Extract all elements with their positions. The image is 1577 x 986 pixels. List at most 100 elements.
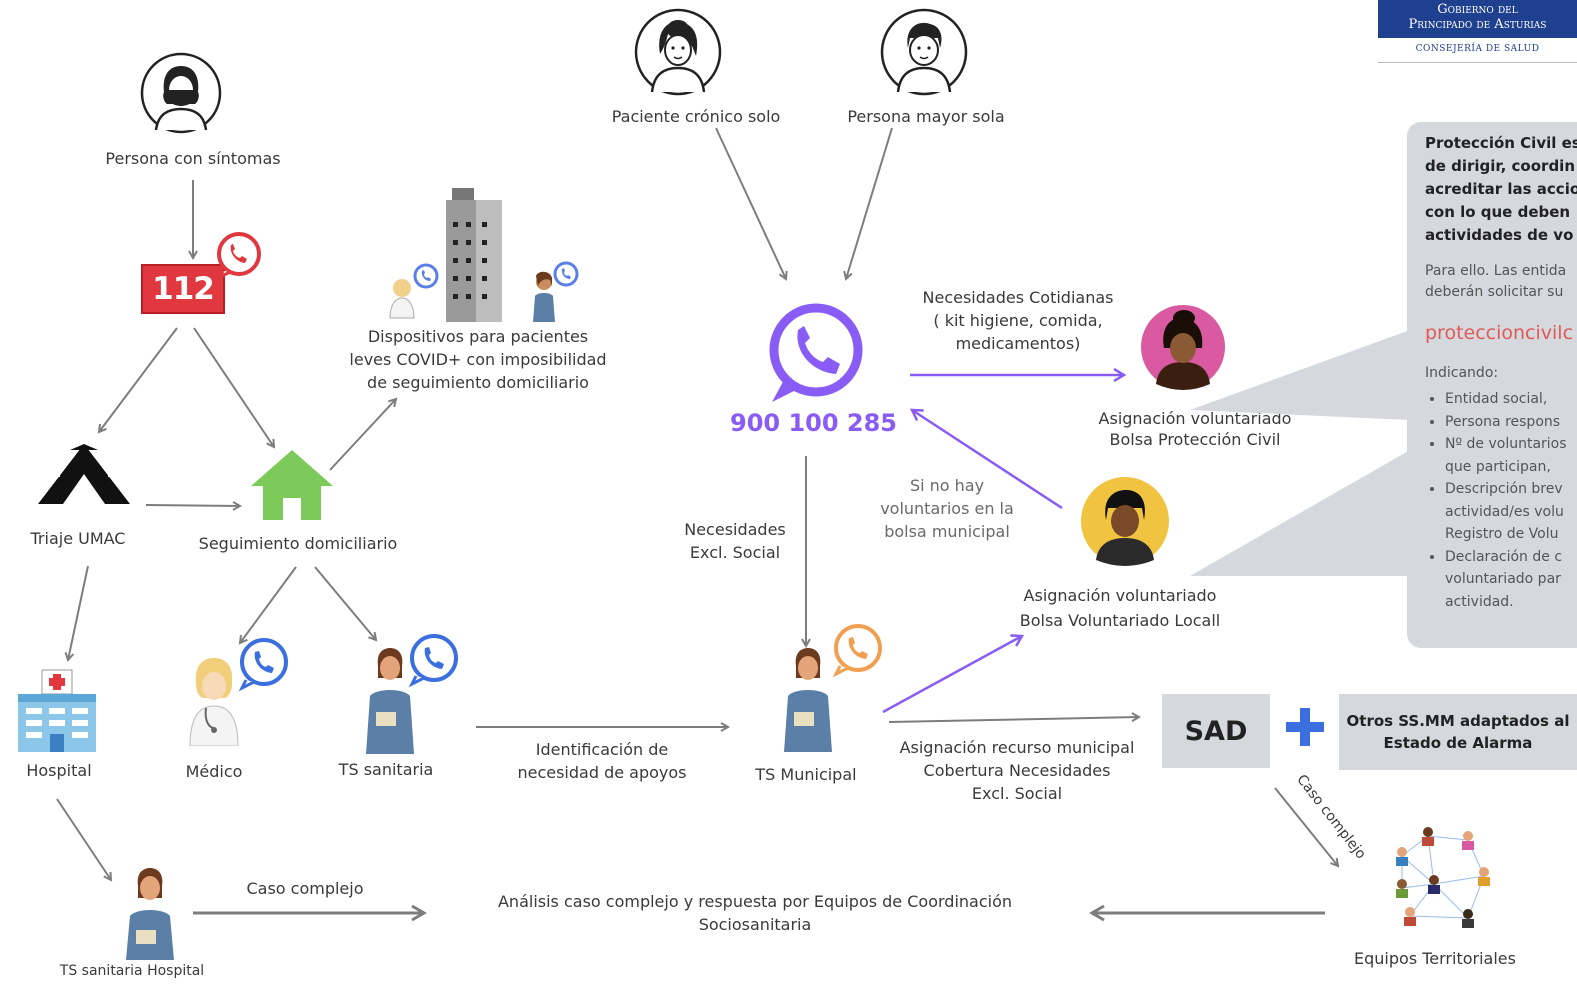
whatsapp-icon bbox=[769, 303, 863, 402]
panel-bold-line: actividades de vo bbox=[1425, 226, 1574, 244]
edge-label-line: ( kit higiene, comida, bbox=[933, 311, 1103, 330]
network-people-icon bbox=[1396, 827, 1490, 928]
label-dispositivos-line: Dispositivos para pacientes bbox=[367, 327, 589, 346]
edge-label-analisis: Análisis caso complejo y respuesta por E… bbox=[482, 890, 1028, 936]
plus-icon bbox=[1286, 708, 1324, 746]
arrow-seguimiento-ts bbox=[314, 566, 376, 640]
edge-label-necesidades-cotidianas: Necesidades Cotidianas ( kit higiene, co… bbox=[906, 286, 1130, 355]
otros-line: Estado de Alarma bbox=[1383, 734, 1533, 752]
panel-link[interactable]: proteccioncivilc bbox=[1425, 322, 1574, 344]
panel-bold-line: con lo que deben bbox=[1425, 203, 1571, 221]
panel-intro: Para ello. Las entida deberán solicitar … bbox=[1425, 261, 1577, 303]
panel-indicando: Indicando: bbox=[1425, 365, 1499, 381]
man-avatar-icon bbox=[880, 8, 968, 96]
masked-person-icon bbox=[140, 52, 222, 134]
header-divider bbox=[1378, 62, 1577, 63]
edge-label-line: Necesidades Cotidianas bbox=[922, 288, 1114, 307]
label-dispositivos-line: de seguimiento domiciliario bbox=[367, 373, 589, 392]
arrow-112-triaje bbox=[99, 327, 178, 432]
edge-label-line: Excl. Social bbox=[689, 543, 781, 562]
label-asignacion-pc-line: Bolsa Protección Civil bbox=[1109, 430, 1281, 449]
edge-label-line: medicamentos) bbox=[955, 334, 1081, 353]
gov-line2: Principado de Asturias bbox=[1408, 17, 1547, 32]
emergency-112-number: 112 bbox=[152, 271, 215, 307]
arrow-seguimiento-medico bbox=[240, 566, 297, 643]
label-asignacion-local-line: Bolsa Voluntariado Locall bbox=[1019, 611, 1221, 630]
social-worker-icon bbox=[366, 634, 458, 754]
arrow-triaje-seguimiento bbox=[145, 505, 240, 506]
label-ts-sanitaria: TS sanitaria bbox=[338, 760, 434, 779]
list-item: Entidad social, bbox=[1445, 388, 1577, 411]
sad-box: SAD bbox=[1162, 694, 1270, 768]
hospital-icon bbox=[18, 669, 96, 752]
edge-label-si-no-hay: Si no hay voluntarios en la bolsa munici… bbox=[872, 474, 1022, 543]
gov-line1: Gobierno del bbox=[1437, 2, 1518, 17]
info-callout-panel: Protección Civil es de dirigir, coordin … bbox=[1407, 122, 1577, 648]
list-item: Persona respons bbox=[1445, 411, 1577, 434]
panel-bold-line: de dirigir, coordin bbox=[1425, 157, 1575, 175]
panel-intro-line: deberán solicitar su bbox=[1425, 284, 1564, 300]
label-paciente-cronico: Paciente crónico solo bbox=[611, 107, 781, 126]
building-icon bbox=[446, 188, 502, 322]
house-icon bbox=[251, 450, 333, 520]
label-asignacion-pc: Asignación voluntariado Bolsa Protección… bbox=[1090, 408, 1300, 450]
small-social-worker-icon bbox=[533, 261, 579, 322]
arrow-112-seguimiento bbox=[193, 327, 274, 447]
volunteer-woman-avatar-icon bbox=[1141, 305, 1225, 390]
arrow-tsmun-sad bbox=[888, 717, 1139, 723]
edge-label-line: necesidad de apoyos bbox=[517, 763, 687, 782]
edge-label-line: Sociosanitaria bbox=[698, 915, 812, 934]
label-hospital: Hospital bbox=[26, 761, 92, 780]
government-logo: Gobierno del Principado de Asturias bbox=[1378, 0, 1577, 38]
edge-label-necesidades-excl: Necesidades Excl. Social bbox=[670, 518, 800, 564]
edge-label-line: Necesidades bbox=[684, 520, 786, 539]
edge-label-line: Asignación recurso municipal bbox=[899, 738, 1135, 757]
hospital-social-worker-icon bbox=[126, 868, 174, 960]
phone-bubble-icon bbox=[217, 232, 261, 279]
arrow-local-phone bbox=[912, 410, 1063, 510]
doctor-icon bbox=[189, 638, 288, 746]
edge-label-line: voluntarios en la bbox=[880, 499, 1014, 518]
edge-label-line: Si no hay bbox=[909, 476, 985, 495]
edge-label-line: bolsa municipal bbox=[884, 522, 1010, 541]
label-asignacion-local-line: Asignación voluntariado bbox=[1023, 586, 1217, 605]
callout-pointer bbox=[1190, 330, 1410, 576]
edge-label-line: Excl. Social bbox=[971, 784, 1063, 803]
label-dispositivos-line: leves COVID+ con imposibilidad bbox=[349, 350, 607, 369]
label-triaje: Triaje UMAC bbox=[30, 529, 126, 548]
label-dispositivos: Dispositivos para pacientes leves COVID+… bbox=[346, 325, 610, 394]
edge-label-identificacion: Identificación de necesidad de apoyos bbox=[504, 738, 700, 784]
label-persona-mayor: Persona mayor sola bbox=[847, 107, 1005, 126]
label-ts-sanitaria-hospital: TS sanitaria Hospital bbox=[59, 963, 205, 979]
arrow-tsmun-local bbox=[882, 636, 1022, 714]
edge-label-caso-complejo-hosp: Caso complejo bbox=[246, 879, 364, 898]
label-ts-municipal: TS Municipal bbox=[755, 765, 857, 784]
emergency-112-sign: 112 bbox=[141, 264, 225, 314]
label-asignacion-pc-line: Asignación voluntariado bbox=[1098, 409, 1292, 428]
arrow-sad-equipos bbox=[1274, 787, 1338, 866]
phone-number: 900 100 285 bbox=[730, 409, 898, 437]
edge-label-asignacion-recurso: Asignación recurso municipal Cobertura N… bbox=[892, 736, 1142, 805]
edge-label-line: Identificación de bbox=[535, 740, 669, 759]
label-medico: Médico bbox=[185, 762, 243, 781]
label-equipos-territoriales: Equipos Territoriales bbox=[1354, 949, 1516, 968]
label-persona-sintomas: Persona con síntomas bbox=[105, 149, 281, 168]
arrow-mayor-phone bbox=[846, 127, 893, 279]
panel-intro-line: Para ello. Las entida bbox=[1425, 263, 1567, 279]
label-asignacion-local: Asignación voluntariado Bolsa Voluntaria… bbox=[1006, 583, 1234, 633]
panel-requirements-list: Entidad social, Persona respons Nº de vo… bbox=[1425, 388, 1577, 613]
edge-label-line: Análisis caso complejo y respuesta por E… bbox=[497, 892, 1012, 911]
woman-avatar-icon bbox=[634, 8, 722, 96]
edge-label-line: Cobertura Necesidades bbox=[923, 761, 1111, 780]
arrow-hospital-ts bbox=[56, 798, 111, 880]
small-doctor-icon bbox=[389, 263, 439, 319]
panel-bold-text: Protección Civil es de dirigir, coordin … bbox=[1425, 132, 1577, 247]
panel-bold-line: Protección Civil es bbox=[1425, 134, 1577, 152]
consejeria-label: CONSEJERÍA DE SALUD bbox=[1415, 44, 1540, 54]
label-seguimiento: Seguimiento domiciliario bbox=[198, 534, 398, 553]
otros-servicios-box: Otros SS.MM adaptados al Estado de Alarm… bbox=[1339, 694, 1577, 770]
